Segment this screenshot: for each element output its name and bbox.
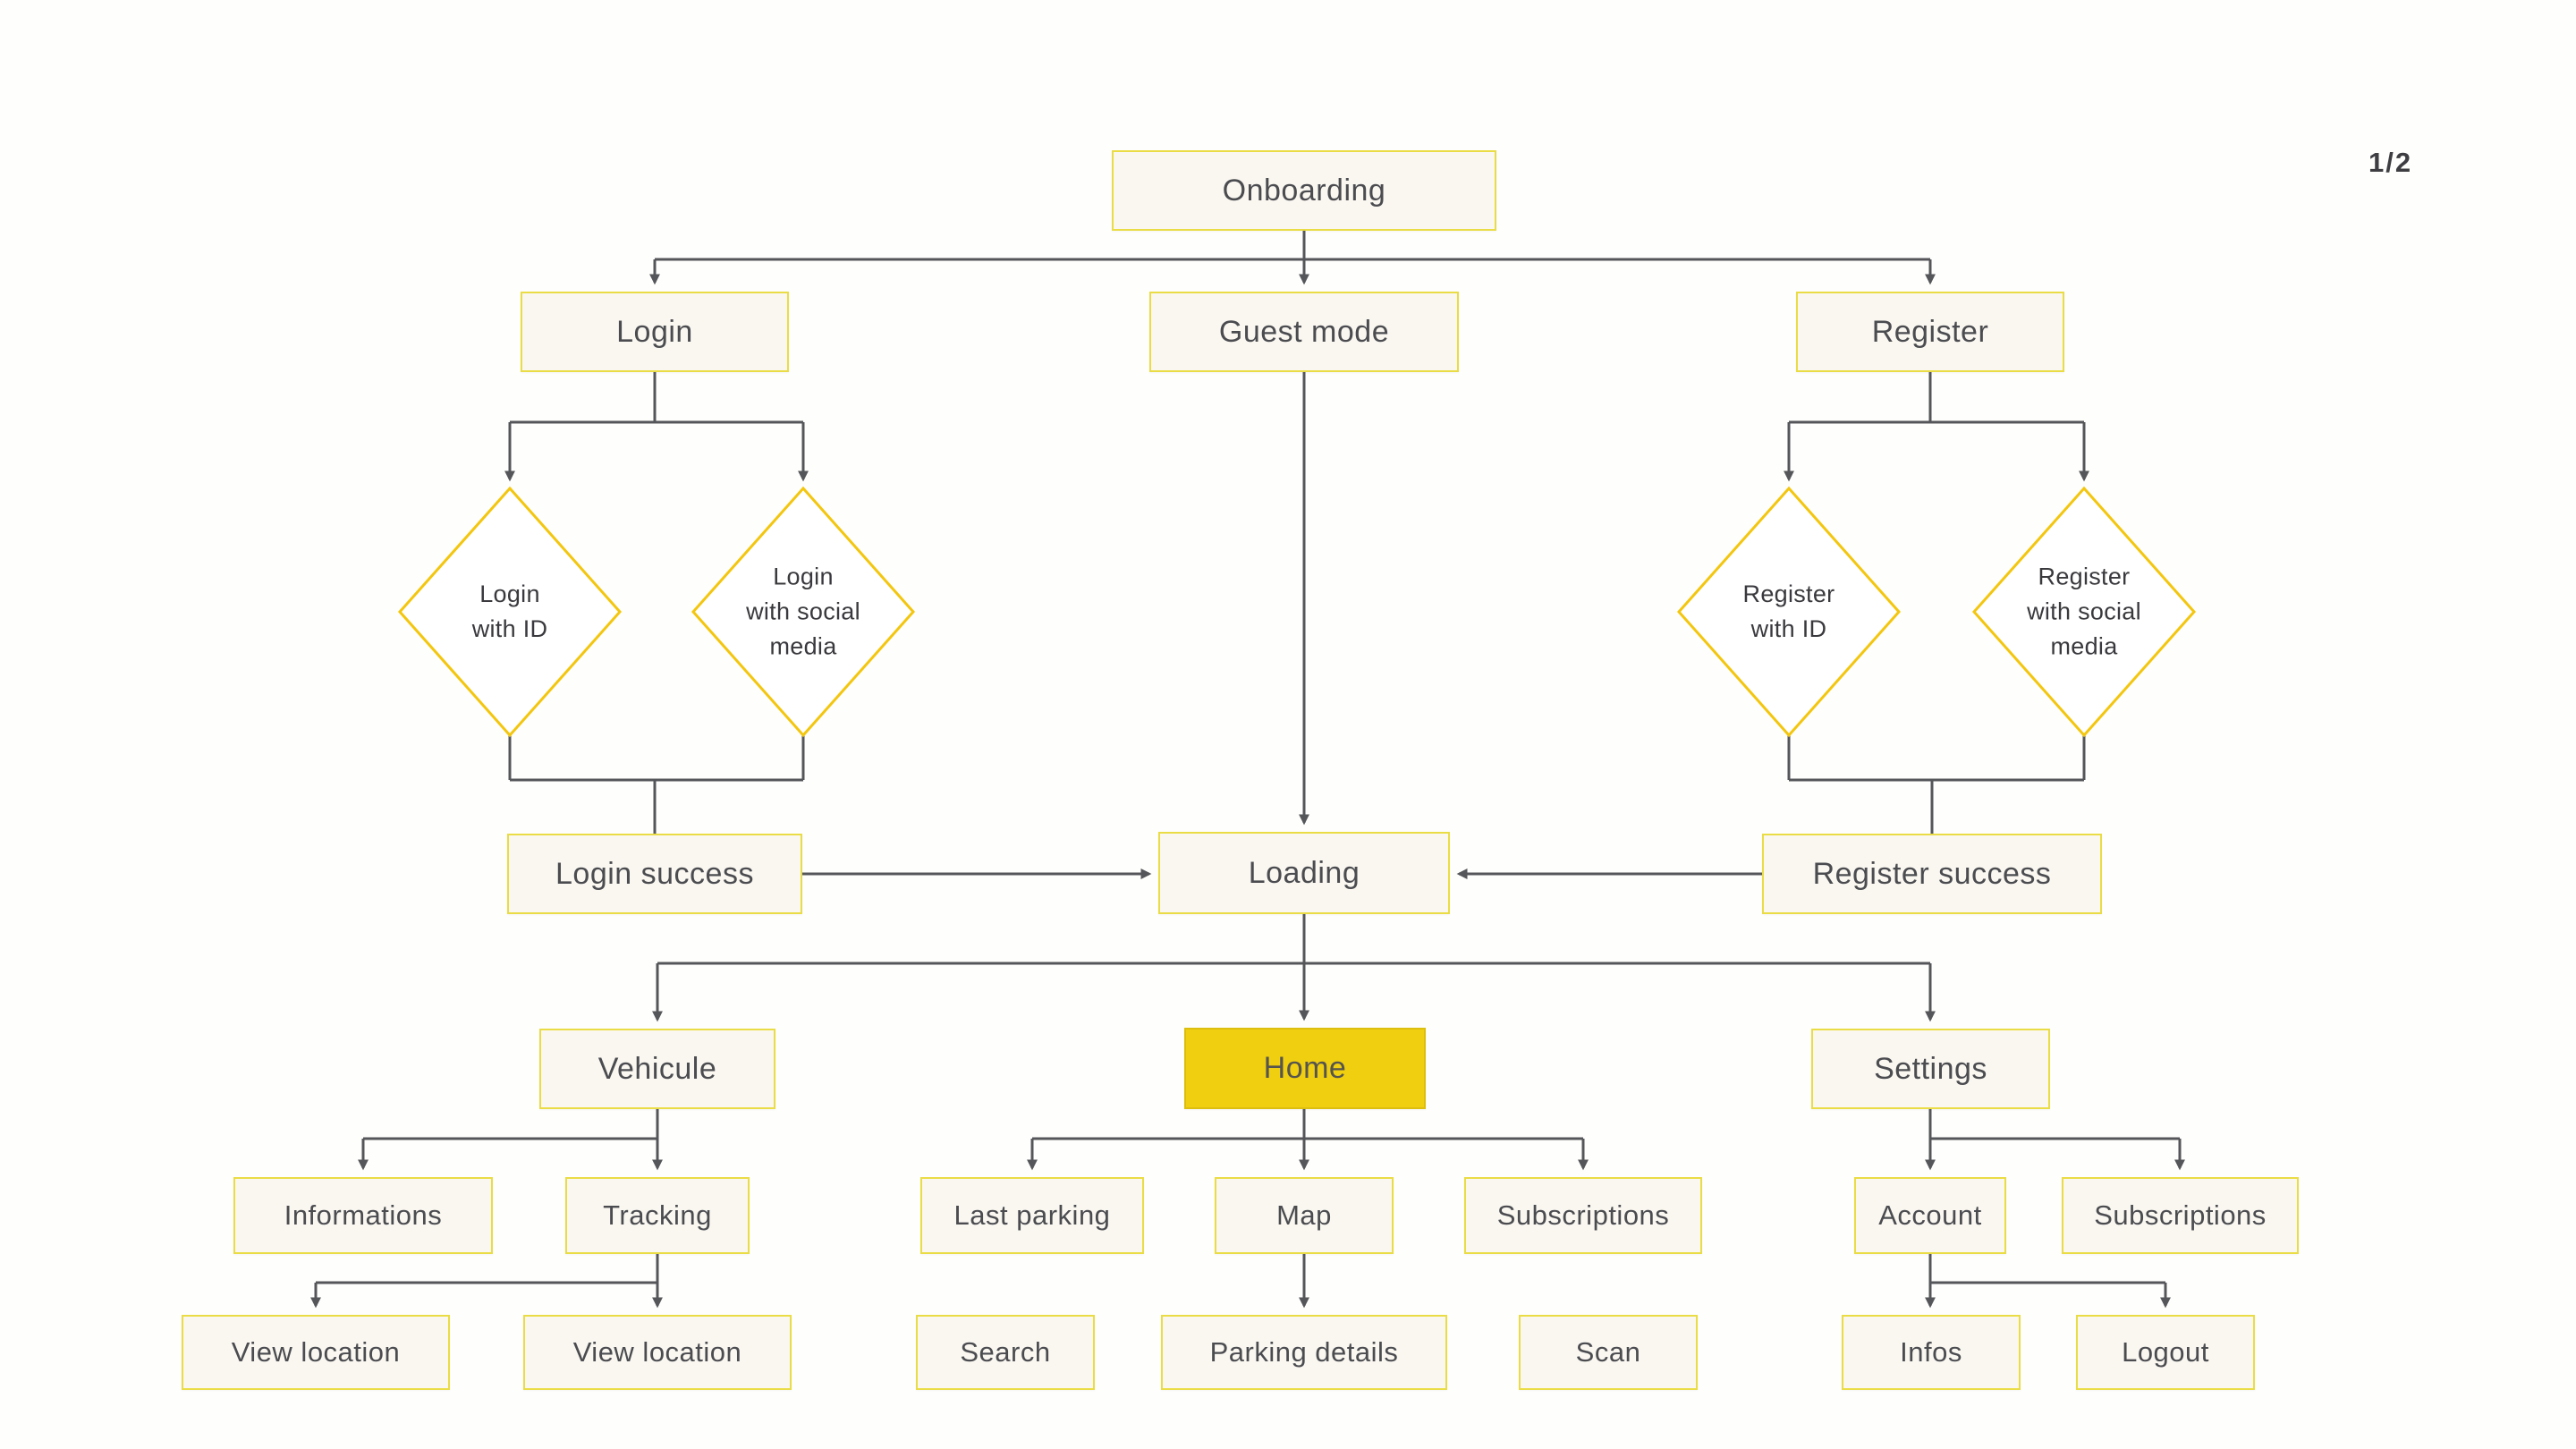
node-register-success[interactable]: Register success (1762, 834, 2102, 914)
node-map-label: Map (1276, 1199, 1332, 1231)
node-login-label: Login (616, 314, 693, 349)
node-last-parking[interactable]: Last parking (920, 1177, 1144, 1254)
node-search-label: Search (960, 1336, 1051, 1368)
node-home[interactable]: Home (1184, 1028, 1426, 1109)
node-loading[interactable]: Loading (1158, 832, 1450, 914)
node-logout[interactable]: Logout (2076, 1315, 2255, 1390)
node-view-location-right[interactable]: View location (523, 1315, 792, 1390)
node-login-success-label: Login success (555, 856, 754, 891)
node-map[interactable]: Map (1215, 1177, 1394, 1254)
node-register-with-social-media[interactable]: Register with social media (2027, 563, 2141, 660)
node-subscriptions-settings-label: Subscriptions (2094, 1199, 2267, 1231)
node-logout-label: Logout (2122, 1336, 2209, 1368)
node-infos[interactable]: Infos (1842, 1315, 2021, 1390)
diamond-register-with-social-shape (1971, 486, 2197, 738)
node-settings[interactable]: Settings (1811, 1029, 2050, 1109)
node-scan[interactable]: Scan (1519, 1315, 1698, 1390)
node-view-location-left[interactable]: View location (182, 1315, 450, 1390)
node-tracking[interactable]: Tracking (565, 1177, 750, 1254)
node-parking-details-label: Parking details (1209, 1336, 1399, 1368)
node-home-label: Home (1263, 1051, 1347, 1085)
diamond-register-with-id-shape (1676, 486, 1902, 738)
node-subscriptions-home[interactable]: Subscriptions (1464, 1177, 1702, 1254)
node-register-label: Register (1871, 314, 1989, 349)
node-search[interactable]: Search (916, 1315, 1095, 1390)
node-settings-label: Settings (1874, 1051, 1987, 1086)
node-account[interactable]: Account (1854, 1177, 2006, 1254)
node-subscriptions-settings[interactable]: Subscriptions (2062, 1177, 2299, 1254)
node-tracking-label: Tracking (603, 1199, 712, 1231)
diamond-login-with-id-shape (397, 486, 623, 738)
node-vehicule-label: Vehicule (597, 1051, 717, 1086)
node-view-location-right-label: View location (572, 1336, 742, 1368)
node-register[interactable]: Register (1796, 292, 2064, 372)
node-parking-details[interactable]: Parking details (1161, 1315, 1447, 1390)
node-onboarding-label: Onboarding (1222, 173, 1386, 208)
node-register-success-label: Register success (1812, 856, 2052, 891)
diamond-login-with-social-shape (691, 486, 916, 738)
page-indicator: 1/2 (2368, 147, 2413, 178)
node-login-with-social-media[interactable]: Login with social media (746, 563, 860, 660)
node-view-location-left-label: View location (231, 1336, 401, 1368)
node-vehicule[interactable]: Vehicule (539, 1029, 775, 1109)
node-login-with-id[interactable]: Login with ID (471, 580, 548, 642)
node-guest-mode[interactable]: Guest mode (1149, 292, 1459, 372)
node-onboarding[interactable]: Onboarding (1112, 150, 1496, 231)
node-informations-label: Informations (284, 1199, 443, 1231)
node-login[interactable]: Login (521, 292, 789, 372)
node-guest-mode-label: Guest mode (1218, 314, 1390, 349)
node-last-parking-label: Last parking (953, 1199, 1111, 1231)
node-account-label: Account (1878, 1199, 1982, 1231)
node-infos-label: Infos (1900, 1336, 1962, 1368)
node-scan-label: Scan (1575, 1336, 1641, 1368)
node-register-with-id[interactable]: Register with ID (1742, 580, 1835, 642)
node-subscriptions-home-label: Subscriptions (1496, 1199, 1670, 1231)
node-informations[interactable]: Informations (233, 1177, 493, 1254)
node-loading-label: Loading (1248, 855, 1360, 890)
node-login-success[interactable]: Login success (507, 834, 802, 914)
